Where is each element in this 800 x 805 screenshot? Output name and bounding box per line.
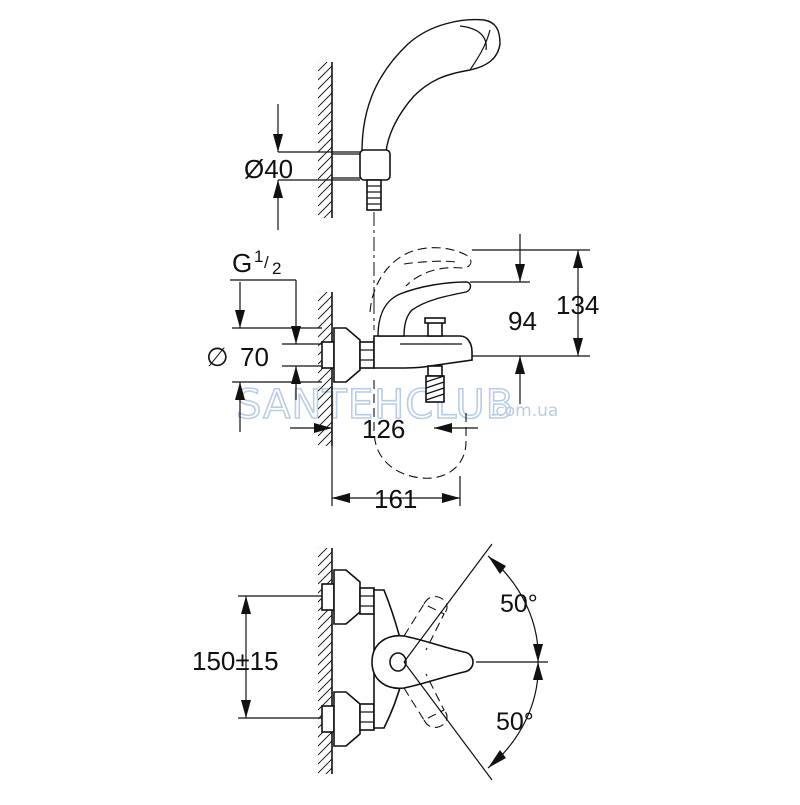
label-lever-height: 94 xyxy=(508,306,537,336)
watermark-domain: .com.ua xyxy=(490,401,558,421)
label-spout-reach: 126 xyxy=(362,414,405,444)
label-escutcheon-symbol: ∅ xyxy=(206,342,229,372)
dim-angles: 50° 50° xyxy=(403,543,548,781)
dim-hose-diameter: Ø40 xyxy=(244,104,360,230)
wall-top xyxy=(318,62,333,218)
wall-connection xyxy=(321,327,375,383)
mixer-front-view: 50° 50° 150±15 xyxy=(192,543,548,781)
label-thread: G xyxy=(232,248,252,278)
shower-holder-view: Ø40 xyxy=(244,18,501,300)
label-escutcheon: 70 xyxy=(240,342,269,372)
dim-depths: 126 161 xyxy=(290,414,478,514)
label-hose-diameter: Ø40 xyxy=(244,154,293,184)
dim-thread: G 1 / 2 xyxy=(230,247,297,344)
label-total-depth: 161 xyxy=(374,484,417,514)
shower-holder xyxy=(332,149,391,211)
hand-shower xyxy=(361,18,501,153)
label-thread-den: 2 xyxy=(272,259,281,278)
dim-heights: 94 134 xyxy=(470,234,599,404)
watermark-brand: SANTEHCLUB xyxy=(236,382,514,428)
dim-escutcheon: ∅ 70 xyxy=(206,282,322,432)
label-angle-down: 50° xyxy=(496,708,534,736)
lever-positions xyxy=(403,595,448,729)
label-total-height: 134 xyxy=(556,290,599,320)
watermark: SANTEHCLUB .com.ua xyxy=(235,381,558,429)
label-angle-up: 50° xyxy=(500,590,538,618)
wall-middle xyxy=(318,292,333,446)
upper-connection xyxy=(321,569,375,625)
lower-connection xyxy=(321,691,375,747)
wall-bottom xyxy=(318,548,333,774)
mixer-side-view: G 1 / 2 ∅ 70 xyxy=(206,234,599,514)
label-centers: 150±15 xyxy=(192,646,279,676)
lever-front xyxy=(371,635,474,689)
label-thread-num: 1 xyxy=(254,247,263,266)
mixer-body xyxy=(369,247,473,403)
dim-centers: 150±15 xyxy=(192,595,322,719)
label-thread-slash: / xyxy=(264,253,269,272)
